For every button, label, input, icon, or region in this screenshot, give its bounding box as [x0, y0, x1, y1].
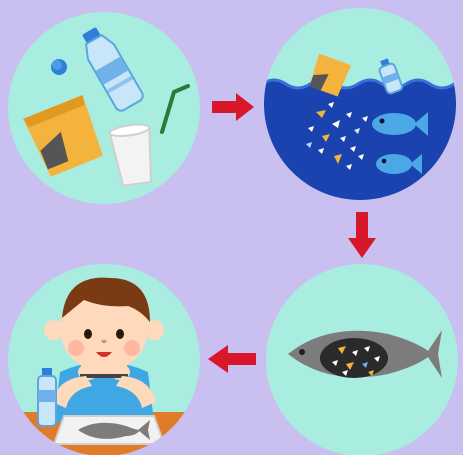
ocean-water: [262, 80, 458, 202]
stomach-microplastics-icon: [320, 338, 388, 378]
arrow-down: [347, 210, 377, 260]
fish-ingests-panel: [266, 264, 458, 455]
ocean-pollution-panel: [262, 6, 458, 202]
bottle-cap-icon: [51, 59, 67, 75]
child-eats-fish-panel: [4, 262, 204, 455]
arrow-right: [210, 92, 256, 122]
arrow-left: [206, 344, 258, 374]
water-bottle-icon: [38, 368, 56, 426]
plastic-waste-panel: [4, 12, 204, 208]
fish-on-plate-icon: [54, 416, 164, 444]
